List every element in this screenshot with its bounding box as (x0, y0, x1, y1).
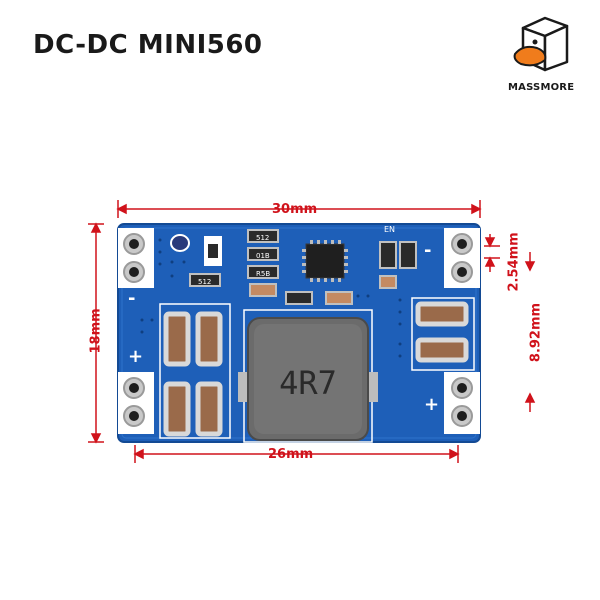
smd-resistors: 512 01B R5B 512 EN (189, 225, 417, 305)
resistor-label-3: R5B (256, 270, 270, 278)
resistor-label-2: 01B (256, 252, 270, 260)
minus-label-right: - (424, 240, 431, 261)
dim-height-left: 18mm (88, 308, 104, 354)
dim-width-top: 30mm (272, 202, 318, 217)
minus-label-left: - (128, 288, 135, 309)
plus-label-left: + (128, 346, 143, 367)
brand-logo-icon (513, 16, 569, 72)
inductor-marking: 4R7 (279, 364, 337, 402)
dim-pin-pitch: 2.54mm (506, 232, 522, 292)
resistor-label-1: 512 (256, 234, 269, 242)
product-title: DC-DC MINI560 (33, 30, 263, 60)
en-label: EN (384, 225, 395, 234)
ceramic-capacitors-right (415, 301, 469, 363)
left-pads (118, 228, 154, 434)
resistor-label-4: 512 (198, 278, 211, 286)
plus-label-right: + (424, 394, 439, 415)
right-pads (444, 228, 480, 434)
dim-pad-spacing: 8.92mm (528, 302, 544, 363)
dim-width-bottom: 26mm (268, 447, 314, 462)
dimension-lines (88, 200, 536, 463)
ic-chip (302, 240, 348, 282)
inductor: 4R7 (238, 317, 378, 441)
brand-name: MASSMORE (508, 82, 575, 93)
ceramic-capacitors-left (163, 311, 223, 437)
